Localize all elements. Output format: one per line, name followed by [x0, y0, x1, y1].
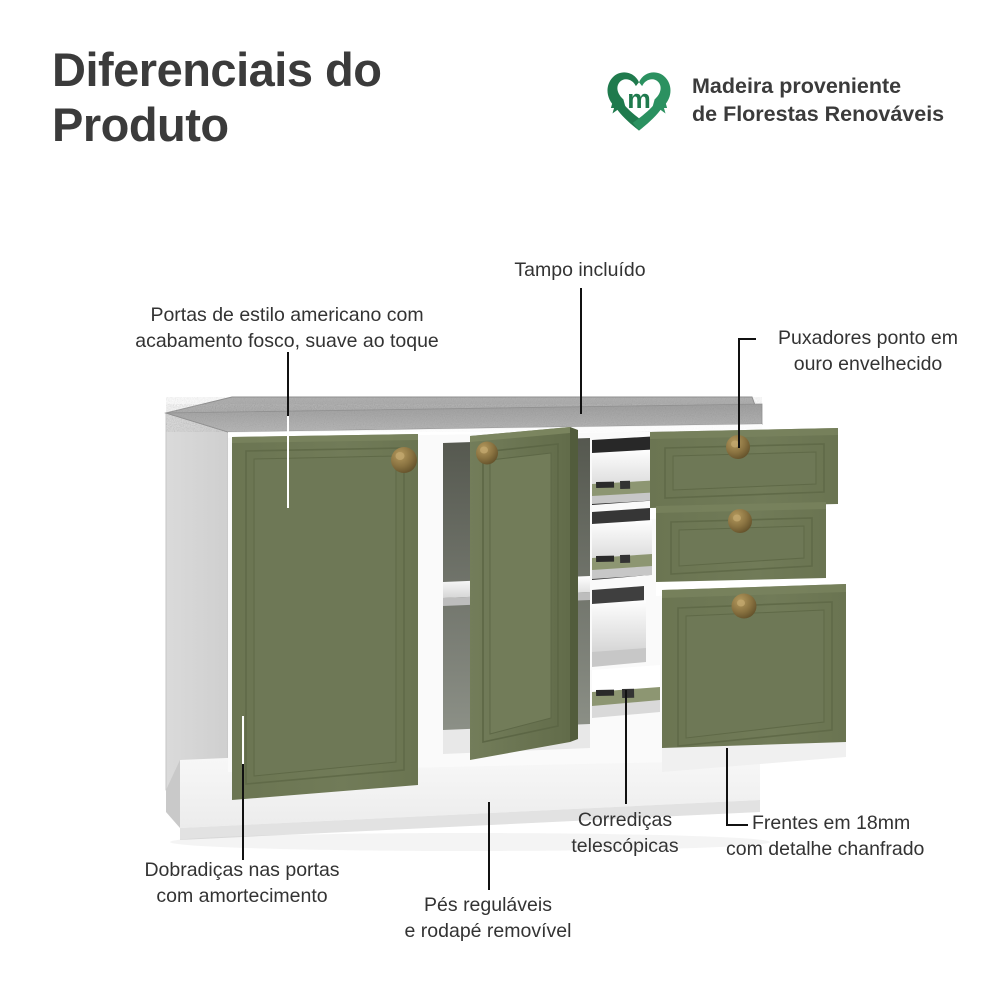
annotation-feet: Pés reguláveis e rodapé removível: [388, 893, 588, 945]
drawer-box-middle: [592, 508, 652, 580]
recycle-heart-logo-icon: m: [607, 72, 671, 131]
eco-badge-text: Madeira proveniente de Florestas Renováv…: [692, 73, 944, 128]
annotation-doors-line1: Portas de estilo americano com: [150, 304, 424, 326]
annotation-hinges-line2: com amortecimento: [156, 884, 328, 907]
leader-line-countertop: [580, 288, 582, 414]
annotation-hinges-line1: Dobradiças nas portas: [144, 859, 340, 881]
page-title: Diferenciais do Produto: [52, 43, 382, 152]
drawer-box-top: [592, 436, 662, 505]
drawer-front-bottom[interactable]: [662, 584, 846, 772]
cabinet-left-side-panel: [165, 412, 229, 801]
annotation-countertop-line1: Tampo incluído: [514, 259, 646, 281]
annotation-slides-line1: Corrediças: [577, 809, 673, 831]
eco-badge-line2: de Florestas Renováveis: [692, 102, 945, 126]
leader-line-doors-lower: [287, 416, 289, 508]
leader-line-feet: [488, 802, 490, 890]
door-knob-left[interactable]: [391, 447, 417, 473]
annotation-hinges: Dobradiças nas portas com amortecimento: [118, 858, 366, 910]
annotation-fronts-line2: com detalhe chanfrado: [726, 837, 925, 860]
annotation-knobs: Puxadores ponto em ouro envelhecido: [756, 326, 980, 378]
leader-line-doors-upper: [287, 352, 289, 416]
annotation-feet-line1: Pés reguláveis: [424, 894, 552, 916]
drawer-knob-middle[interactable]: [728, 509, 752, 533]
annotation-knobs-line2: ouro envelhecido: [793, 352, 943, 375]
eco-badge-line1: Madeira proveniente: [692, 74, 902, 99]
annotation-feet-line2: e rodapé removível: [404, 919, 572, 942]
annotation-fronts-line1: Frentes em 18mm: [752, 812, 911, 834]
annotation-doors-line2: acabamento fosco, suave ao toque: [135, 329, 439, 352]
annotation-countertop: Tampo incluído: [480, 258, 680, 284]
leader-line-fronts-vertical: [726, 748, 728, 826]
cabinet-door-right[interactable]: [470, 427, 578, 760]
drawer-knob-bottom[interactable]: [731, 593, 757, 619]
annotation-slides-line2: telescópicas: [571, 834, 679, 857]
leader-line-slides: [625, 690, 627, 804]
annotation-knobs-line1: Puxadores ponto em: [778, 327, 958, 349]
countertop: [164, 396, 763, 438]
leader-line-knobs-vertical: [738, 338, 740, 448]
svg-text:m: m: [627, 84, 651, 114]
leader-line-hinges-upper: [242, 716, 244, 764]
drawer-front-middle[interactable]: [656, 502, 826, 596]
annotation-doors: Portas de estilo americano com acabament…: [96, 303, 478, 355]
cabinet-door-left[interactable]: [232, 434, 418, 800]
leader-line-knobs-horizontal: [738, 338, 756, 340]
annotation-slides: Corrediças telescópicas: [535, 808, 715, 860]
drawer-box-bottom: [592, 586, 660, 718]
eco-certification-badge: m Madeira proveniente de Florestas Renov…: [600, 62, 944, 140]
door-knob-right[interactable]: [476, 441, 498, 465]
annotation-fronts: Frentes em 18mm com detalhe chanfrado: [726, 811, 992, 863]
leader-line-fronts-horizontal: [726, 824, 748, 826]
leader-line-hinges-lower: [242, 764, 244, 860]
